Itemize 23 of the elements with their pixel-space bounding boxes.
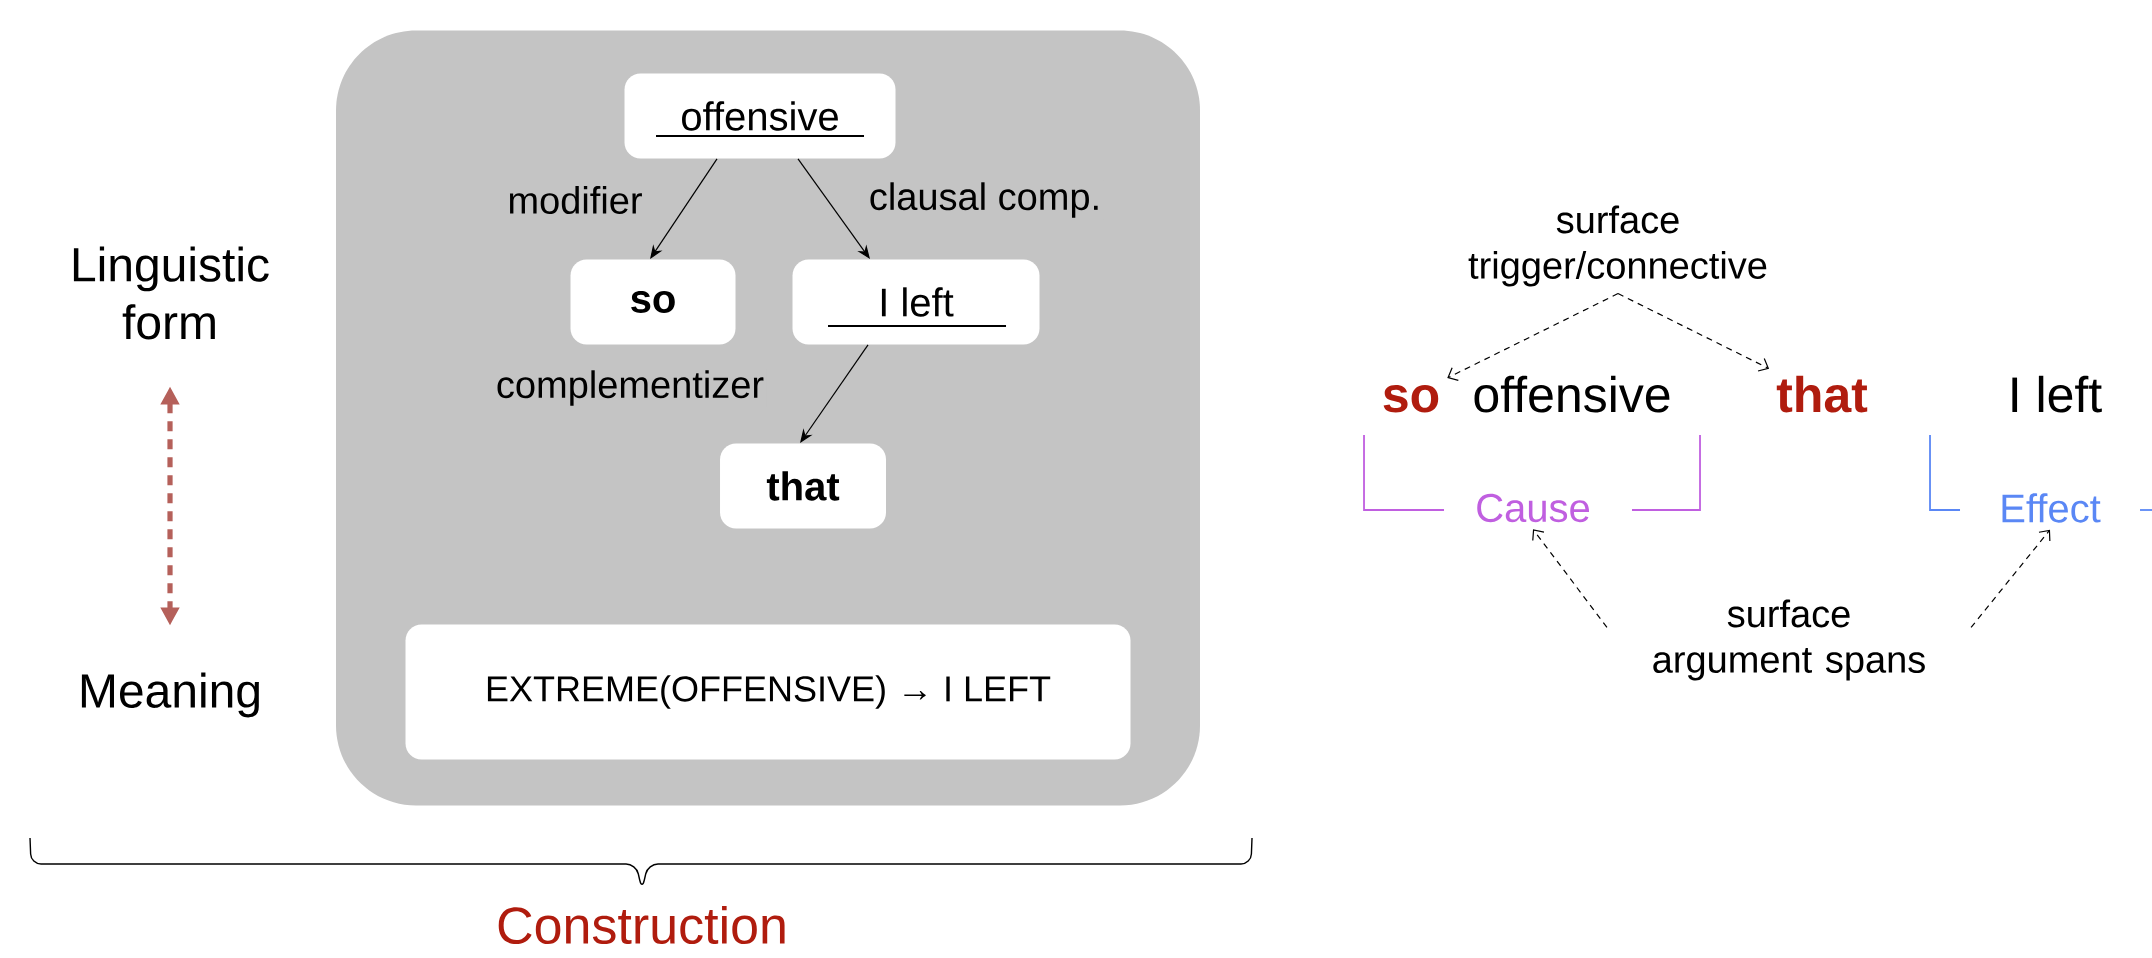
argument-label: Effect <box>2002 493 2101 523</box>
arrow <box>1532 529 1608 629</box>
sentence-word: offensive <box>1474 375 1670 413</box>
argument-label: Cause <box>1477 493 1589 523</box>
edge-label: clausal comp. <box>866 180 1104 220</box>
highlighted-word: so <box>1383 385 1439 413</box>
word-box: I left <box>792 259 1040 345</box>
annotation-text: surface trigger/connective <box>1468 205 1767 287</box>
edge-label: complementizer <box>493 368 767 408</box>
word-box: offensive <box>624 73 896 159</box>
arrow <box>1970 529 2051 629</box>
meaning-box: EXTREME(OFFENSIVE) → I LEFT <box>405 624 1131 760</box>
edge-label: modifier <box>505 184 645 216</box>
annotation-text: surface argument spans <box>1653 599 1925 681</box>
word-box: that <box>720 443 886 529</box>
side-label: Linguistic form <box>73 246 269 340</box>
highlighted-word: that <box>1776 375 1868 413</box>
sentence-word: I left <box>2012 375 2102 413</box>
side-label: Meaning <box>81 672 259 718</box>
construction-label: Construction <box>498 905 785 945</box>
word-box: so <box>570 259 736 345</box>
arrow <box>1617 292 1770 372</box>
arrow <box>1447 292 1619 381</box>
